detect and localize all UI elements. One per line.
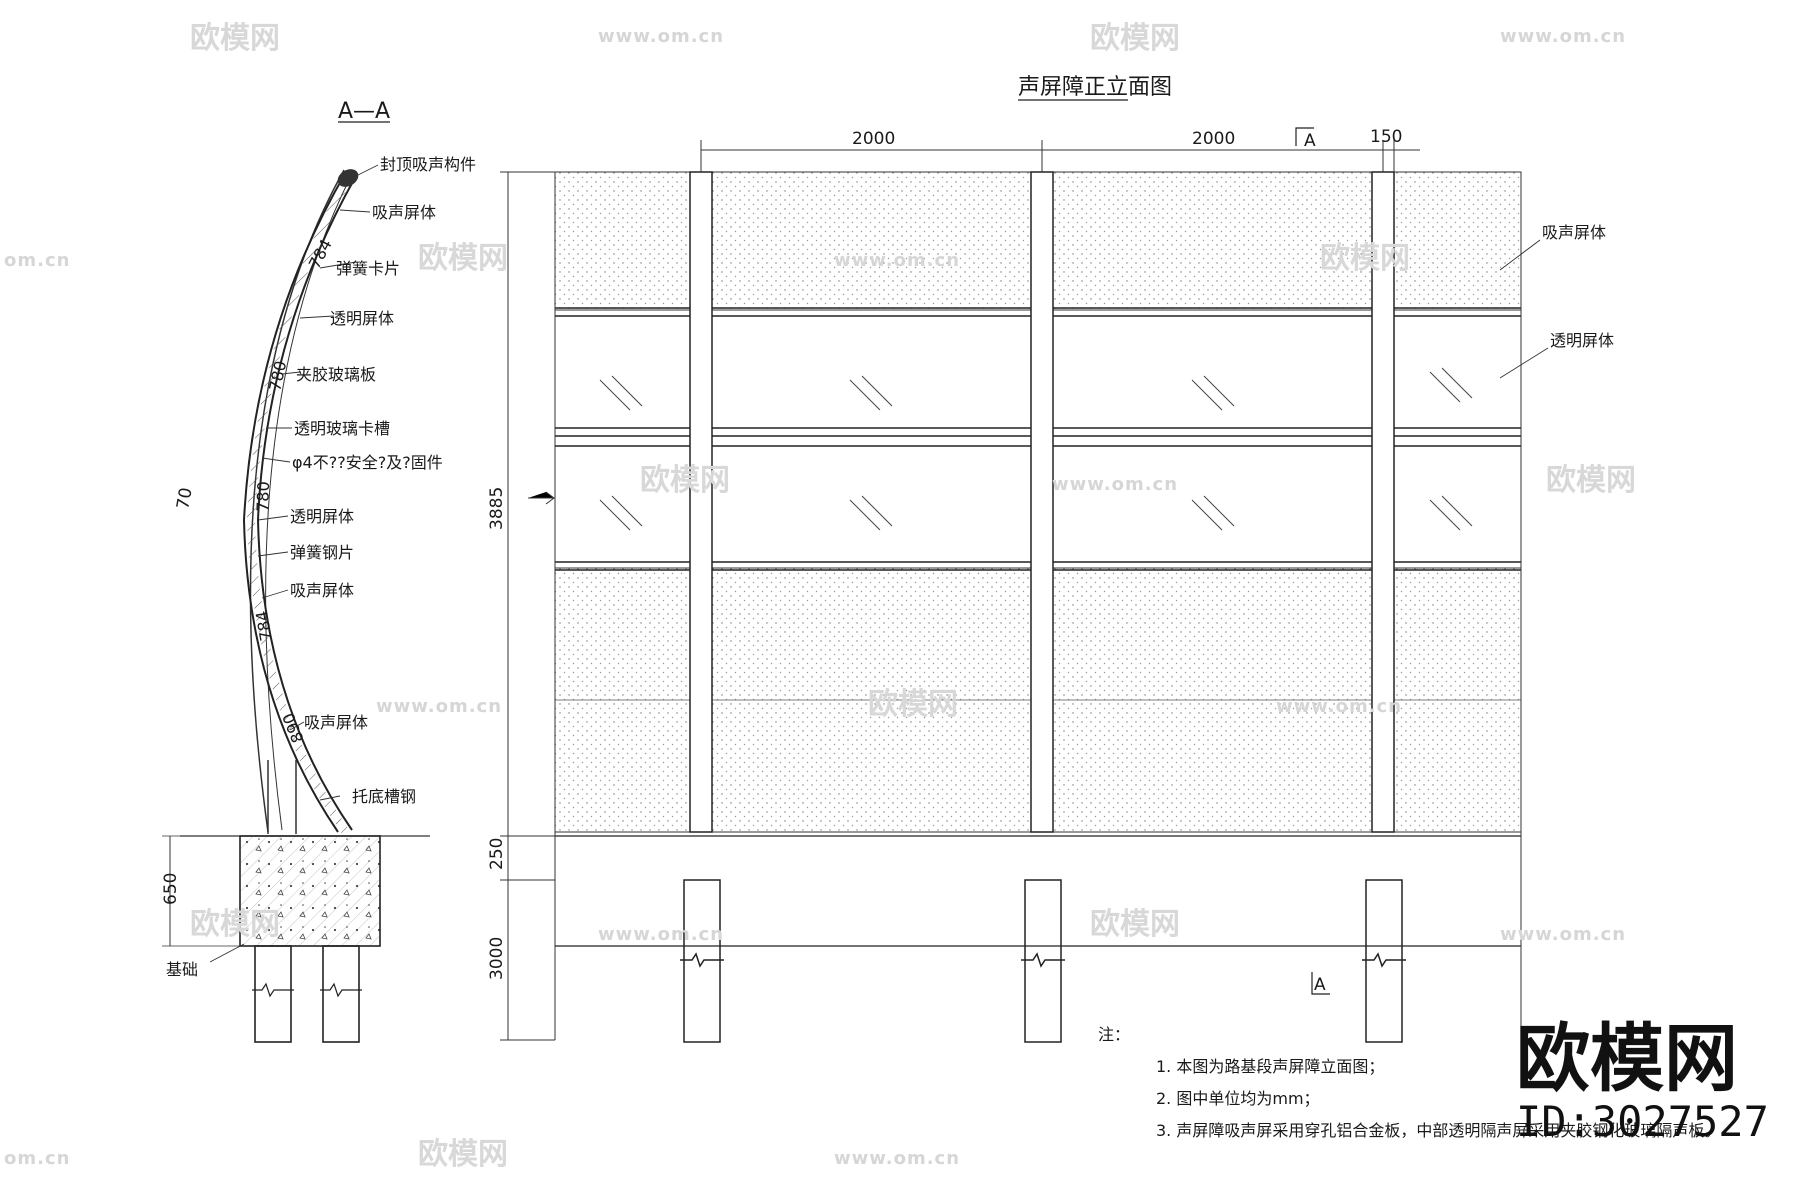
notes: 注： 1. 本图为路基段声屏障立面图； 2. 图中单位均为mm； 3. 声屏障吸… [1098,1025,1720,1140]
wm-url-9: www.om.cn [834,1148,960,1169]
dim-radius: 70 [173,486,196,511]
elevation-title: 声屏障正立面图 [1018,75,1172,100]
wm-brand-8: 欧模网 [190,907,280,942]
dim-height: 3885 [487,487,507,530]
elev-label-transparent: 透明屏体 [1550,331,1614,350]
wm-brand-9: 欧模网 [1090,907,1180,942]
brand-id: ID:3027527 [1516,1097,1769,1146]
wm-url-7: www.om.cn [598,924,724,945]
wm-brand-2: 欧模网 [1090,21,1180,56]
label-trans-2: 透明屏体 [290,507,354,526]
note-2: 2. 图中单位均为mm； [1156,1089,1320,1108]
dim-784-b: 784 [252,609,276,642]
wm-url-6: www.om.cn [1276,696,1402,717]
dim-pile: 3000 [487,937,507,980]
wm-brand-3: 欧模网 [418,241,508,276]
section-title: A—A [338,99,390,124]
wm-brand-7: 欧模网 [868,687,958,722]
label-absorb-3: 吸声屏体 [304,713,368,732]
label-groove: 透明玻璃卡槽 [294,419,390,438]
wm-brand-5: 欧模网 [640,463,730,498]
posts [689,171,1395,833]
dim-span-1: 2000 [852,129,895,149]
note-3: 3. 声屏障吸声屏采用穿孔铝合金板，中部透明隔声屏采用夹胶钢化玻璃隔声板。 [1156,1121,1720,1140]
dim-span-2: 2000 [1192,129,1235,149]
wm-url-1: www.om.cn [598,26,724,47]
label-channel: 托底槽钢 [352,787,416,806]
wm-url-short-1: om.cn [4,250,70,271]
label-absorb-2: 吸声屏体 [290,581,354,600]
watermarks: 欧模网 欧模网 欧模网 欧模网 欧模网 欧模网 欧模网 欧模网 欧模网 欧模网 … [4,21,1636,1172]
notes-heading: 注： [1098,1025,1130,1044]
label-absorb-1: 吸声屏体 [372,203,436,222]
wm-url-3: www.om.cn [834,250,960,271]
label-glass: 夹胶玻璃板 [296,365,376,384]
brand-logo-text: 欧模网 [1516,1016,1738,1102]
wm-brand-4: 欧模网 [1320,241,1410,276]
wm-url-5: www.om.cn [376,696,502,717]
label-base: 基础 [166,960,198,979]
brand-block: 欧模网 ID:3027527 [1516,1016,1769,1146]
elev-label-absorb: 吸声屏体 [1542,223,1606,242]
wm-url-8: www.om.cn [1500,924,1626,945]
section-labels [209,164,379,963]
section-mark-bottom: A [1314,975,1326,995]
dim-gap: 250 [487,838,507,870]
label-rope: φ4不??安全?及?固件 [292,453,443,472]
dim-650: 650 [161,873,181,905]
wm-url-4: www.om.cn [1052,474,1178,495]
dim-780-b: 780 [253,481,273,512]
wm-brand-6: 欧模网 [1546,463,1636,498]
wm-brand-10: 欧模网 [418,1137,508,1172]
section-mark-top: A [1304,131,1316,151]
label-steel: 弹簧钢片 [290,543,354,562]
label-clip: 弹簧卡片 [336,259,400,278]
wm-url-short-2: om.cn [4,1148,70,1169]
dim-post: 150 [1370,127,1402,147]
wm-brand-1: 欧模网 [190,21,280,56]
elevation-view: 声屏障正立面图 [487,75,1614,1043]
note-1: 1. 本图为路基段声屏障立面图； [1156,1057,1384,1076]
dim-780-a: 780 [265,359,290,393]
label-cap: 封顶吸声构件 [380,155,476,174]
wm-url-2: www.om.cn [1500,26,1626,47]
section-view: A—A 650 70 [161,99,476,1043]
label-trans-1: 透明屏体 [330,309,394,328]
